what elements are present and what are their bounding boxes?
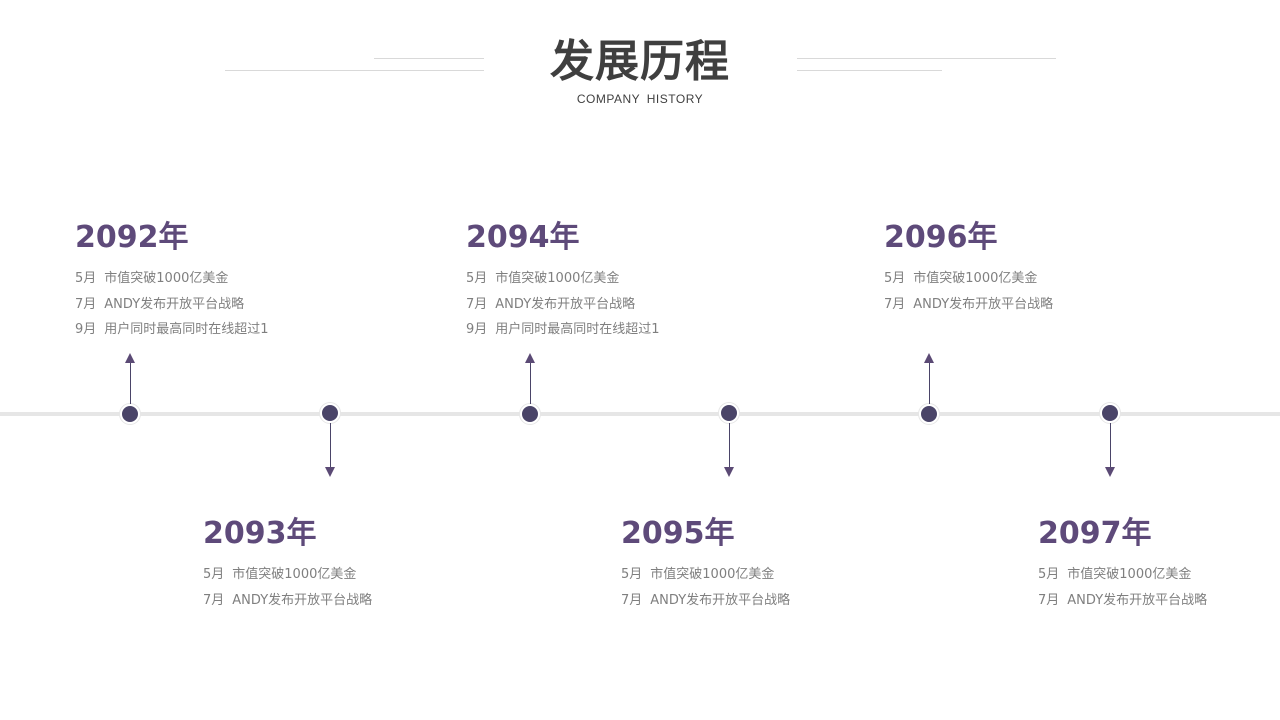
- event-item: 5月市值突破1000亿美金: [1038, 562, 1268, 588]
- event-month: 5月: [621, 567, 643, 582]
- event-item: 7月 ANDY发布开放平台战略: [75, 292, 375, 318]
- event-month: 5月: [884, 271, 906, 286]
- timeline-node-2095: [719, 403, 739, 423]
- event-month: 7月: [621, 592, 643, 608]
- arrow-down-icon: [724, 467, 734, 477]
- timeline-event-2096: 2096年 5月市值突破1000亿美金 7月 ANDY发布开放平台战略: [884, 220, 1184, 317]
- event-month: 7月: [203, 592, 225, 608]
- timeline-node-2094: [520, 404, 540, 424]
- timeline-event-2094: 2094年 5月市值突破1000亿美金 7月 ANDY发布开放平台战略 9月用户同…: [466, 220, 766, 343]
- timeline-connector-2097: [1110, 423, 1111, 467]
- event-item: 9月用户同时最高同时在线超过1: [75, 317, 375, 343]
- event-month: 7月: [466, 296, 488, 312]
- page-subtitle: COMPANY HISTORY: [576, 92, 704, 106]
- timeline-connector-2095: [729, 423, 730, 467]
- timeline-event-2095: 2095年 5月市值突破1000亿美金 7月 ANDY发布开放平台战略: [621, 516, 921, 613]
- event-text: 市值突破1000亿美金: [913, 271, 1038, 286]
- event-month: 7月: [884, 296, 906, 312]
- event-item: 7月 ANDY发布开放平台战略: [1038, 588, 1268, 614]
- title-deco-line-left-top: [374, 58, 484, 59]
- event-text: ANDY发布开放平台战略: [1067, 592, 1208, 608]
- event-item: 9月用户同时最高同时在线超过1: [466, 317, 766, 343]
- event-text: 用户同时最高同时在线超过1: [495, 322, 660, 337]
- title-deco-line-left-bottom: [225, 70, 484, 71]
- arrow-down-icon: [1105, 467, 1115, 477]
- event-item: 5月市值突破1000亿美金: [621, 562, 921, 588]
- event-text: 市值突破1000亿美金: [650, 567, 775, 582]
- timeline-connector-2093: [330, 423, 331, 467]
- event-text: 用户同时最高同时在线超过1: [104, 322, 269, 337]
- event-year: 2095年: [621, 516, 735, 551]
- event-item: 5月市值突破1000亿美金: [203, 562, 503, 588]
- timeline-node-2096: [919, 404, 939, 424]
- event-text: ANDY发布开放平台战略: [650, 592, 791, 608]
- timeline-event-2092: 2092年 5月市值突破1000亿美金 7月 ANDY发布开放平台战略 9月用户同…: [75, 220, 375, 343]
- timeline-event-2093: 2093年 5月市值突破1000亿美金 7月 ANDY发布开放平台战略: [203, 516, 503, 613]
- event-item: 7月 ANDY发布开放平台战略: [621, 588, 921, 614]
- timeline-connector-2094: [530, 362, 531, 404]
- event-month: 5月: [1038, 567, 1060, 582]
- timeline-connector-2096: [929, 362, 930, 404]
- timeline-connector-2092: [130, 362, 131, 404]
- arrow-up-icon: [525, 353, 535, 363]
- event-item: 5月市值突破1000亿美金: [75, 266, 375, 292]
- arrow-down-icon: [325, 467, 335, 477]
- event-month: 5月: [466, 271, 488, 286]
- event-item: 5月市值突破1000亿美金: [884, 266, 1184, 292]
- timeline-node-2097: [1100, 403, 1120, 423]
- event-month: 9月: [75, 322, 97, 337]
- timeline-event-2097: 2097年 5月市值突破1000亿美金 7月 ANDY发布开放平台战略: [1038, 516, 1268, 613]
- title-deco-line-right-top: [797, 58, 1056, 59]
- page-title: 发展历程: [550, 36, 730, 87]
- event-year: 2093年: [203, 516, 317, 551]
- event-month: 9月: [466, 322, 488, 337]
- timeline-node-2093: [320, 403, 340, 423]
- event-text: ANDY发布开放平台战略: [104, 296, 245, 312]
- timeline-axis: [0, 412, 1280, 416]
- arrow-up-icon: [924, 353, 934, 363]
- event-item: 5月市值突破1000亿美金: [466, 266, 766, 292]
- arrow-up-icon: [125, 353, 135, 363]
- title-deco-line-right-bottom: [797, 70, 942, 71]
- event-text: ANDY发布开放平台战略: [232, 592, 373, 608]
- event-month: 5月: [75, 271, 97, 286]
- timeline-node-2092: [120, 404, 140, 424]
- event-year: 2097年: [1038, 516, 1152, 551]
- event-year: 2096年: [884, 220, 998, 255]
- event-item: 7月 ANDY发布开放平台战略: [466, 292, 766, 318]
- event-month: 7月: [75, 296, 97, 312]
- event-text: ANDY发布开放平台战略: [495, 296, 636, 312]
- event-month: 5月: [203, 567, 225, 582]
- event-month: 7月: [1038, 592, 1060, 608]
- event-item: 7月 ANDY发布开放平台战略: [203, 588, 503, 614]
- event-year: 2094年: [466, 220, 580, 255]
- event-item: 7月 ANDY发布开放平台战略: [884, 292, 1184, 318]
- event-text: ANDY发布开放平台战略: [913, 296, 1054, 312]
- event-text: 市值突破1000亿美金: [495, 271, 620, 286]
- event-text: 市值突破1000亿美金: [232, 567, 357, 582]
- event-text: 市值突破1000亿美金: [1067, 567, 1192, 582]
- event-text: 市值突破1000亿美金: [104, 271, 229, 286]
- event-year: 2092年: [75, 220, 189, 255]
